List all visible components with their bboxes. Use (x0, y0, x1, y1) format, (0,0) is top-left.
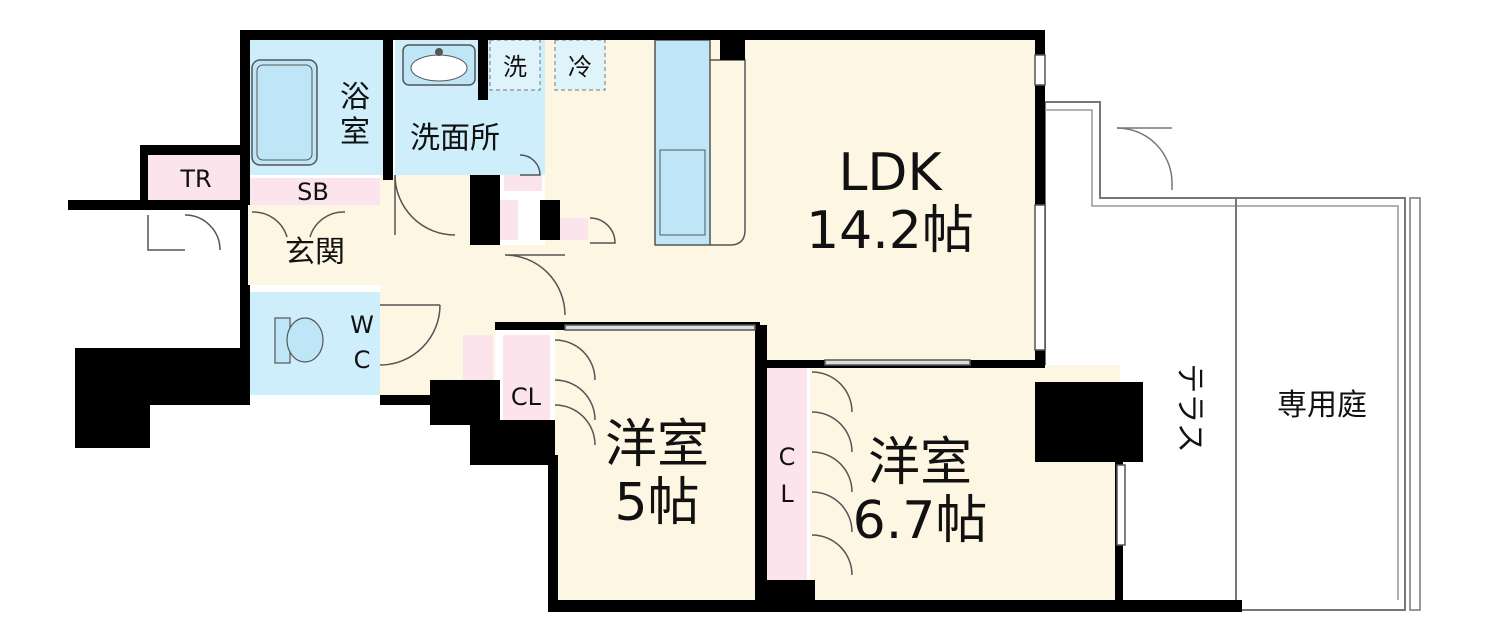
closet1-label: CL (511, 383, 542, 411)
terrace-label: テラス (1172, 363, 1207, 452)
closet2-label-2: L (780, 480, 794, 508)
closet2-label-1: C (779, 443, 796, 471)
wc-label-2: C (354, 346, 371, 374)
bedroom1-size-label: 5帖 (614, 473, 699, 533)
ldk-name-label: LDK (838, 143, 943, 203)
shoe-box-label: SB (297, 178, 329, 206)
entrance-label: 玄関 (285, 235, 345, 270)
bath-label-2: 室 (340, 115, 370, 150)
terrace-label-group: テラス (1172, 363, 1207, 452)
ldk-size-label: 14.2帖 (806, 201, 974, 261)
fridge-label: 冷 (568, 53, 592, 81)
bedroom2-name-label: 洋室 (868, 433, 972, 493)
door-swings (147, 154, 853, 576)
bedroom1-name-label: 洋室 (605, 415, 709, 475)
bedroom2-size-label: 6.7帖 (853, 491, 988, 551)
room-labels: LDK 14.2帖 洋室 5帖 洋室 6.7帖 浴 室 洗面所 玄関 SB TR… (179, 53, 1367, 551)
fixtures (251, 39, 746, 364)
wc-label-1: W (350, 311, 374, 339)
washer-label: 洗 (503, 53, 527, 81)
terrace-area (1044, 101, 1421, 611)
trunk-room-label: TR (179, 165, 211, 193)
openings (564, 54, 1126, 546)
private-garden-label: 専用庭 (1277, 388, 1367, 423)
washroom-label: 洗面所 (410, 121, 500, 156)
bath-label-1: 浴 (340, 80, 370, 115)
